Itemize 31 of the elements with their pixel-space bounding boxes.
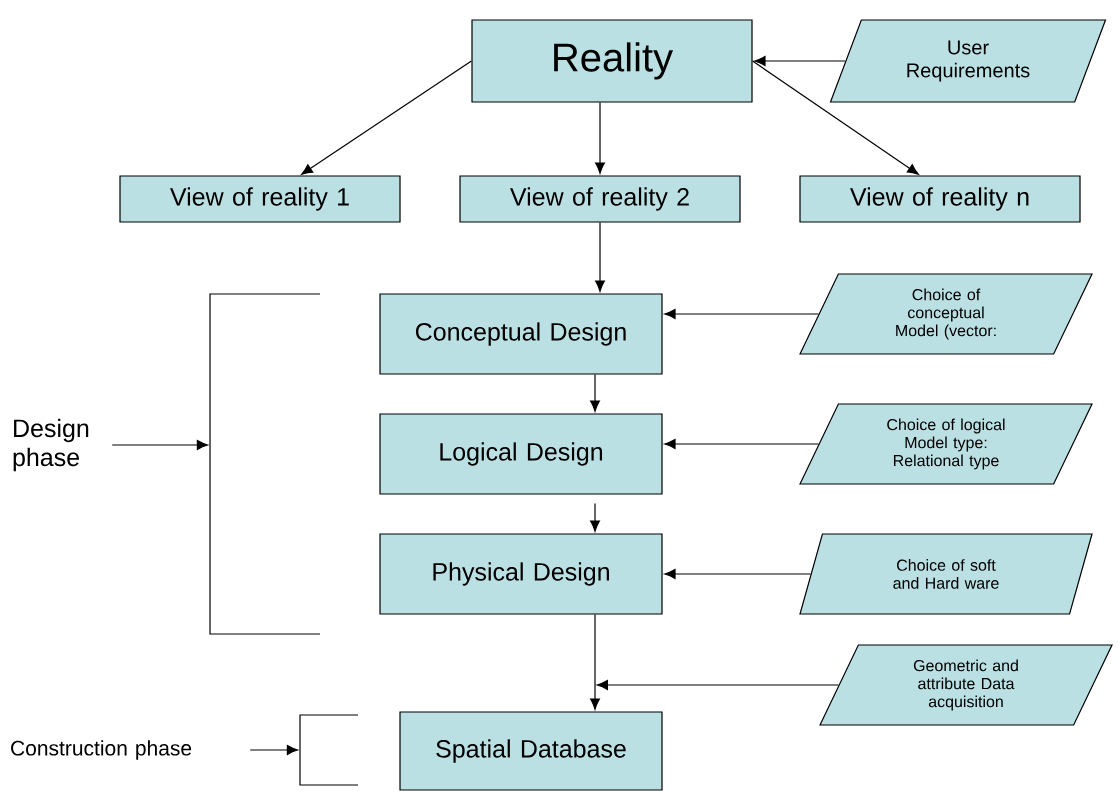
process-box: View of reality 1	[119, 175, 401, 223]
arrow	[590, 614, 600, 710]
input-parallelogram: Geometric and attribute Data acquisition	[819, 644, 1113, 726]
input-parallelogram: Choice of conceptual Model (vector:	[799, 273, 1093, 355]
arrow	[590, 503, 600, 532]
phase-label: Construction phase	[11, 740, 192, 760]
arrow	[596, 680, 840, 690]
arrow	[664, 569, 812, 579]
arrow	[664, 309, 820, 319]
process-box: Spatial Database	[399, 711, 663, 791]
process-box: Reality	[471, 19, 753, 103]
input-parallelogram: User Requirements	[829, 19, 1107, 103]
arrow	[590, 374, 600, 412]
arrow	[111, 440, 209, 450]
input-parallelogram: Choice of logical Model type: Relational type	[799, 403, 1093, 485]
process-box: Logical Design	[379, 413, 663, 495]
arrow	[664, 439, 820, 449]
arrow	[595, 222, 605, 292]
bracket	[299, 714, 359, 786]
process-box: View of reality 2	[459, 175, 741, 223]
process-box: Conceptual Design	[379, 293, 663, 375]
phase-label: Design phase	[13, 418, 89, 472]
bracket	[209, 293, 321, 635]
arrow	[595, 102, 605, 174]
arrow	[752, 60, 919, 175]
process-box: View of reality n	[799, 175, 1081, 223]
process-box: Physical Design	[379, 533, 663, 615]
arrow	[249, 745, 299, 755]
input-parallelogram: Choice of soft and Hard ware	[799, 533, 1093, 615]
arrow	[301, 60, 472, 175]
arrow	[754, 56, 846, 66]
